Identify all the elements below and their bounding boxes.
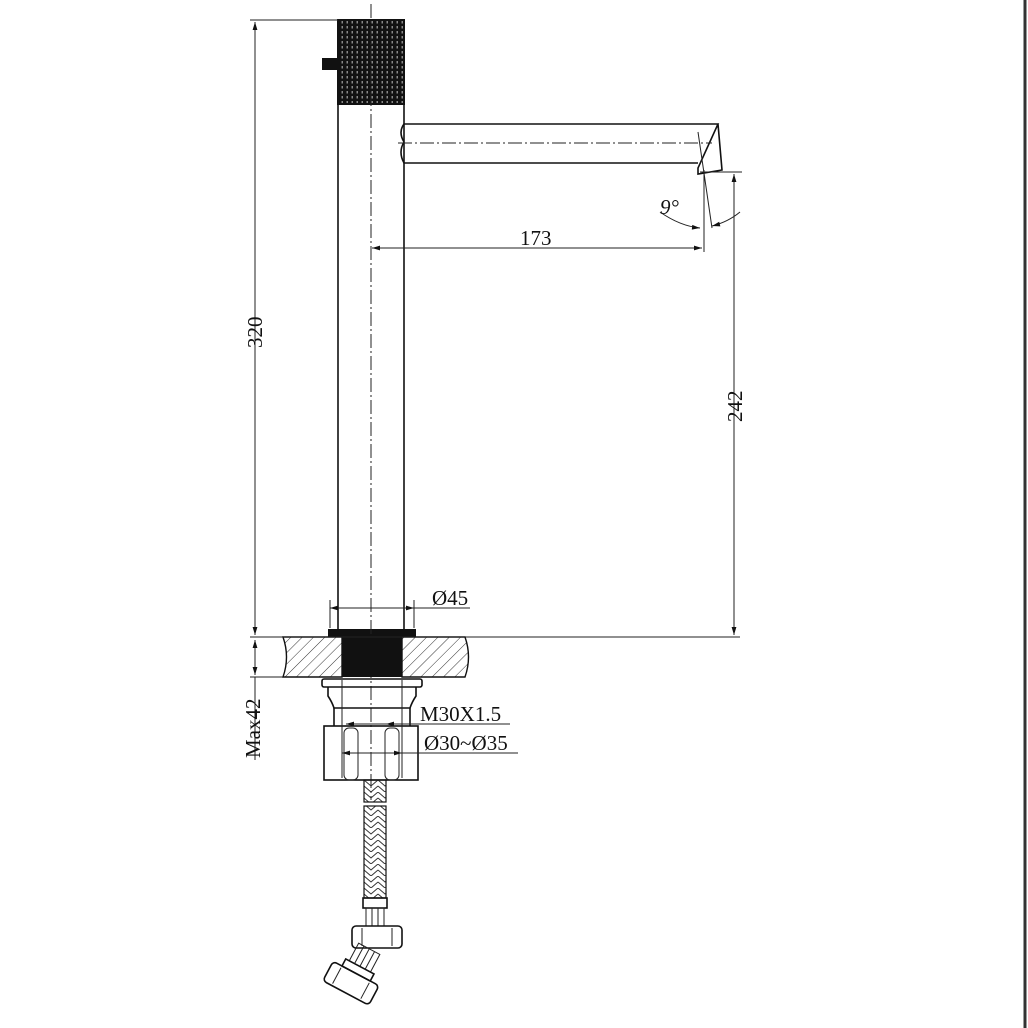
dim-spout-angle: 9° [659, 131, 741, 230]
mounting-nut [321, 678, 423, 781]
dim-max42-label: Max42 [241, 699, 265, 759]
angled-fitting-nut [323, 942, 381, 1005]
braided-hose [362, 779, 388, 927]
dim-max-deck: Max42 [241, 640, 265, 760]
dim-hole-label: Ø30~Ø35 [424, 731, 508, 755]
dim-320-label: 320 [243, 317, 267, 349]
dim-9deg-label: 9° [660, 195, 680, 219]
hose-connector [351, 925, 403, 949]
dim-spout-height: 242 [700, 171, 747, 635]
base-ring [328, 629, 416, 637]
dim-diameter-45-label: Ø45 [432, 586, 468, 610]
spout [400, 123, 723, 175]
dim-thread-label: M30X1.5 [420, 702, 501, 726]
threaded-shank [342, 637, 402, 677]
dim-body-diameter: Ø45 [329, 586, 470, 628]
dim-thread: M30X1.5 [346, 702, 510, 727]
dim-hole-diameter: Ø30~Ø35 [342, 731, 518, 756]
dim-total-height: 320 [243, 19, 338, 635]
dim-173-label: 173 [520, 226, 552, 250]
dim-242-label: 242 [723, 391, 747, 423]
dim-spout-reach: 173 [372, 170, 705, 252]
faucet-body [322, 4, 723, 800]
lever-pin [322, 58, 338, 70]
countertop-section [250, 636, 740, 678]
